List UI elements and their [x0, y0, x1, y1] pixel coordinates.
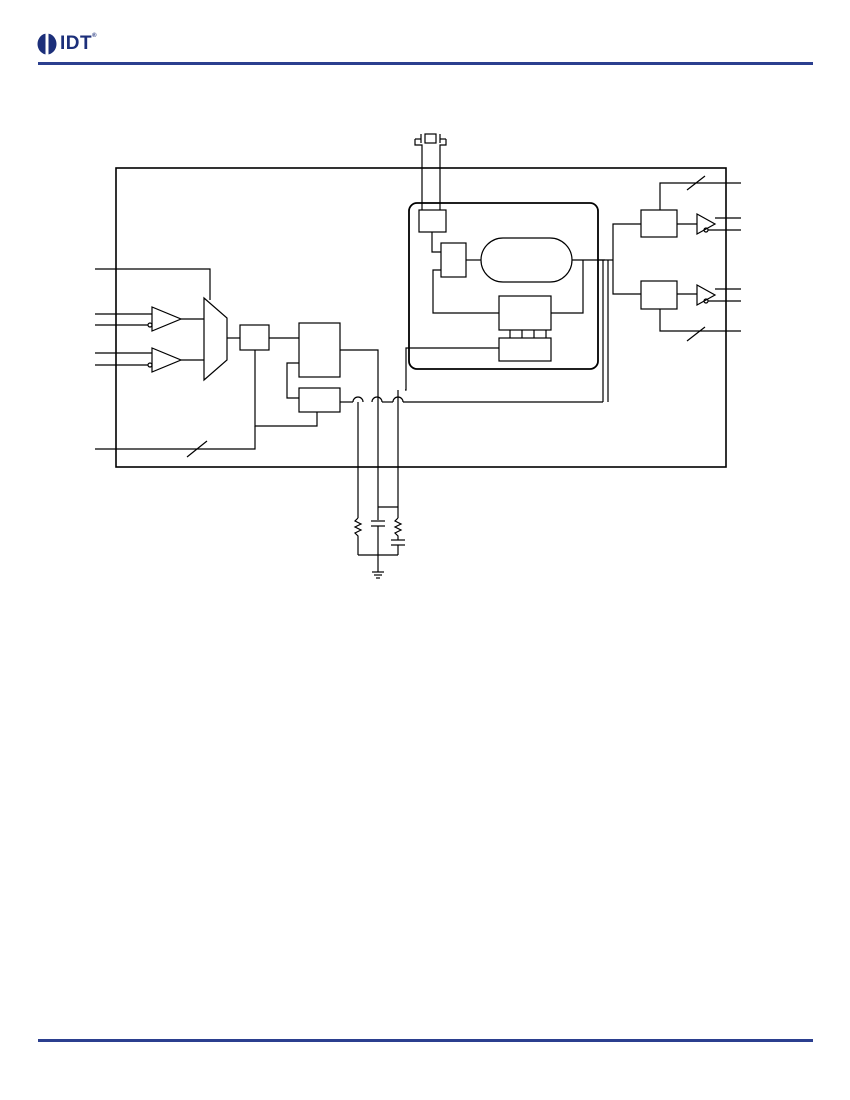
pll-control-block — [498, 337, 552, 362]
ground-icon — [372, 571, 384, 579]
pll-block — [408, 202, 599, 370]
idt-logo-mark-icon — [37, 33, 57, 55]
osc-block — [418, 209, 447, 233]
footer-rule — [38, 1039, 813, 1042]
output-buffer-icon-1 — [696, 212, 717, 236]
mux-icon — [203, 296, 228, 382]
vco-block — [480, 237, 573, 283]
chip-outline — [115, 167, 727, 468]
prescaler-block — [440, 242, 467, 278]
charge-pump-block — [298, 387, 341, 413]
resistor-icon-1 — [353, 517, 363, 555]
feedback-divider-block — [498, 295, 552, 331]
output-divider-1 — [640, 209, 678, 238]
input-buffer-icon-2 — [151, 347, 183, 373]
phase-detector-block — [298, 322, 341, 378]
trademark-symbol: ® — [92, 33, 98, 39]
idt-logo: IDT® — [37, 32, 97, 56]
logo-text: IDT® — [60, 33, 98, 54]
resistor-icon-2 — [393, 517, 403, 540]
crystal-icon — [414, 133, 447, 210]
output-divider-2 — [640, 280, 678, 310]
input-divider-block — [239, 324, 270, 351]
header-rule — [38, 62, 813, 65]
input-buffer-icon-1 — [151, 306, 183, 332]
output-buffer-icon-2 — [696, 283, 717, 307]
